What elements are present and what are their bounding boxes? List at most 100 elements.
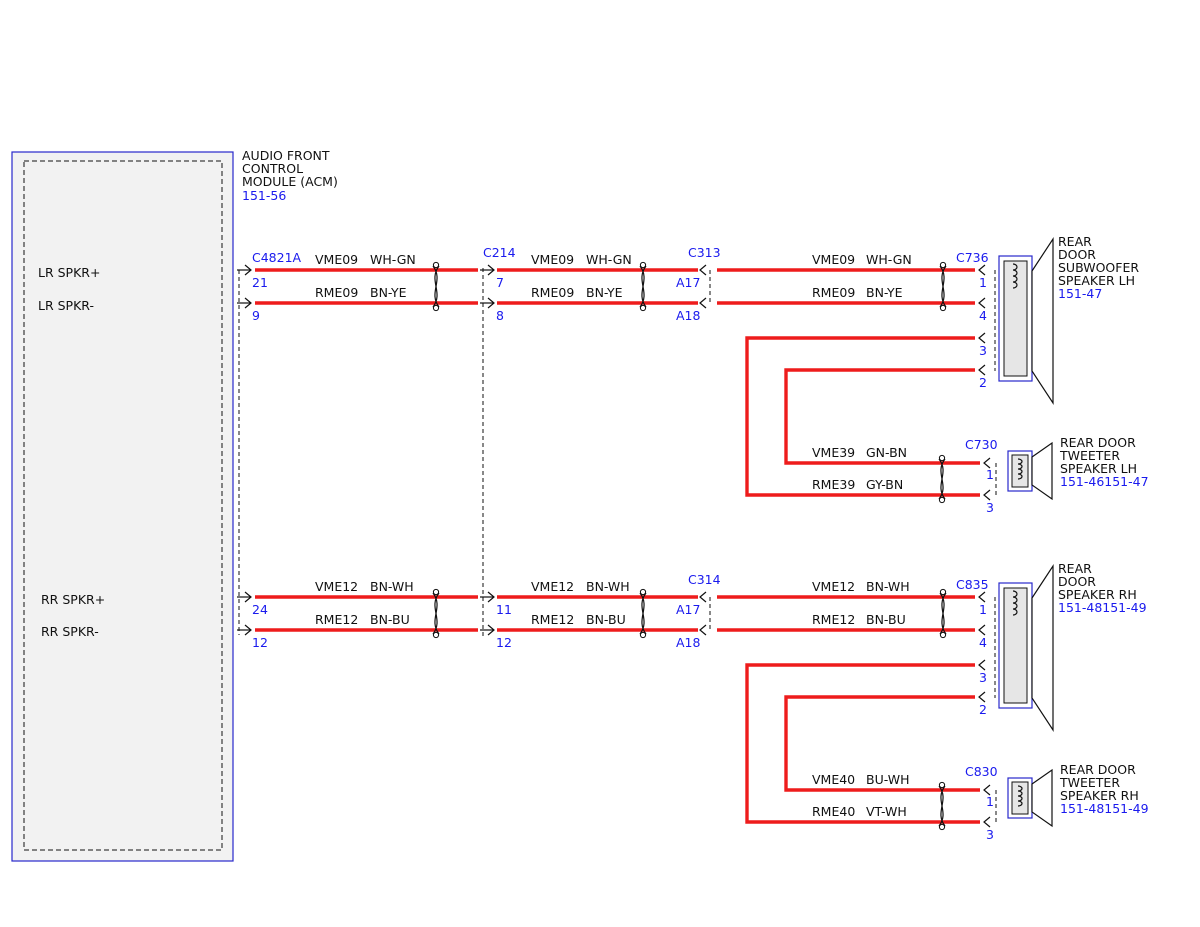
group1-tweeter-cone xyxy=(1031,441,1053,501)
group1-speaker-label-2: DOOR xyxy=(1058,247,1096,262)
group1-plus-arrow-c3xx xyxy=(699,264,707,276)
group2-tweeter-twist-top xyxy=(938,781,946,789)
group2-plus-arrow-module xyxy=(244,591,252,603)
group1-pin3-arrow xyxy=(978,332,986,344)
group1-tweeter-connector: C730 xyxy=(965,437,998,452)
group1-tweeter-magnet xyxy=(1011,454,1029,488)
group1-plus-color-1: WH-GN xyxy=(370,252,416,267)
group2-twist-1-b xyxy=(432,592,440,635)
group2-plus-circuit-1: VME12 xyxy=(315,579,358,594)
group2-tweeter-twist-b xyxy=(938,785,946,827)
group1-tweeter-twist-bottom xyxy=(938,496,946,504)
group1-tweeter-pin-3: 3 xyxy=(986,500,994,515)
group1-minus-arrow-c214 xyxy=(487,297,495,309)
group1-minus-arrow-c3xx xyxy=(699,297,707,309)
group2-tweeter-minus-loop xyxy=(745,663,980,824)
group1-twist-1-b xyxy=(432,265,440,308)
group2-speaker-magnet xyxy=(1003,587,1028,704)
group1-plus-pin-4: 1 xyxy=(979,275,987,290)
group2-plus-pin-3: A17 xyxy=(676,602,700,617)
group1-connector-module: C4821A xyxy=(252,250,302,265)
group2-tweeter-minus-circuit: RME40 xyxy=(812,804,855,819)
group1-speaker-ref: 151-47 xyxy=(1058,286,1102,301)
group1-speaker-pin-2: 2 xyxy=(979,375,987,390)
group1-minus-color-1: BN-YE xyxy=(370,285,407,300)
group1-plus-pin-2: 7 xyxy=(496,275,504,290)
group2-plus-circuit-3: VME12 xyxy=(812,579,855,594)
group1-connector-inline: C214 xyxy=(483,245,516,260)
group1-tweeter-minus-loop xyxy=(745,336,980,497)
group2-speaker-ref: 151-48151-49 xyxy=(1058,600,1147,615)
group2-tweeter-plus-color: BU-WH xyxy=(866,772,910,787)
group1-plus-arrow-speaker xyxy=(978,264,986,276)
group1-connector-mid: C313 xyxy=(688,245,721,260)
group1-twist-2-bottom xyxy=(639,304,647,312)
group1-plus-pin-3: A17 xyxy=(676,275,700,290)
group1-minus-circuit-1: RME09 xyxy=(315,285,358,300)
group2-minus-color-1: BN-BU xyxy=(370,612,410,627)
group1-tweeter-label-3: SPEAKER LH xyxy=(1060,461,1137,476)
group1-minus-color-2: BN-YE xyxy=(586,285,623,300)
group2-connector-mid: C314 xyxy=(688,572,721,587)
group1-twist-1-top xyxy=(432,261,440,269)
group1-speaker-label-3: SUBWOOFER xyxy=(1058,260,1139,275)
group1-speaker-coil xyxy=(1012,263,1018,289)
group2-minus-circuit-2: RME12 xyxy=(531,612,574,627)
group1-twist-3-b xyxy=(939,265,947,308)
module-pin-lr-plus: LR SPKR+ xyxy=(38,265,100,280)
group1-tweeter-coil xyxy=(1017,458,1023,480)
group2-plus-pin-2: 11 xyxy=(496,602,512,617)
group2-twist-3-top xyxy=(939,588,947,596)
group1-tweeter-minus-arrow xyxy=(983,489,991,501)
group2-pin3-arrow xyxy=(978,659,986,671)
group2-tweeter-twist-bottom xyxy=(938,823,946,831)
group2-minus-circuit-3: RME12 xyxy=(812,612,855,627)
group2-speaker-label-1: REAR xyxy=(1058,561,1092,576)
group1-twist-2-top xyxy=(639,261,647,269)
group2-speaker-pin-3: 3 xyxy=(979,670,987,685)
group2-plus-color-2: BN-WH xyxy=(586,579,630,594)
group1-twist-3-top xyxy=(939,261,947,269)
group2-twist-2-bottom xyxy=(639,631,647,639)
group2-minus-pin-4: 4 xyxy=(979,635,987,650)
group2-twist-2-b xyxy=(639,592,647,635)
module-box xyxy=(11,151,234,862)
group2-tweeter-label-1: REAR DOOR xyxy=(1060,762,1136,777)
group2-plus-color-3: BN-WH xyxy=(866,579,910,594)
group1-plus-circuit-1: VME09 xyxy=(315,252,358,267)
group1-tweeter-minus-circuit: RME39 xyxy=(812,477,855,492)
group2-speaker-coil xyxy=(1012,590,1018,616)
group1-plus-color-3: WH-GN xyxy=(866,252,912,267)
group1-tweeter-plus-loop xyxy=(784,368,980,465)
group2-plus-arrow-c3xx xyxy=(699,591,707,603)
group2-tweeter-connector: C830 xyxy=(965,764,998,779)
group1-tweeter-plus-circuit: VME39 xyxy=(812,445,855,460)
group1-plus-arrow-module xyxy=(244,264,252,276)
group1-speaker-label-1: REAR xyxy=(1058,234,1092,249)
group1-minus-arrow-speaker xyxy=(978,297,986,309)
module-pin-rr-minus: RR SPKR- xyxy=(41,624,99,639)
module-ref: 151-56 xyxy=(242,188,286,203)
group1-minus-pin-3: A18 xyxy=(676,308,701,323)
group1-speaker-pin-3: 3 xyxy=(979,343,987,358)
module-title-line-2: CONTROL xyxy=(242,161,303,176)
group2-plus-pin-1: 24 xyxy=(252,602,268,617)
group2-plus-arrow-speaker xyxy=(978,591,986,603)
group2-twist-3-b xyxy=(939,592,947,635)
group2-plus-pin-4: 1 xyxy=(979,602,987,617)
group1-tweeter-minus-color: GY-BN xyxy=(866,477,903,492)
group2-connector-speaker: C835 xyxy=(956,577,989,592)
module-title-line-1: AUDIO FRONT xyxy=(242,148,330,163)
group1-minus-color-3: BN-YE xyxy=(866,285,903,300)
group2-tweeter-coil xyxy=(1017,785,1023,807)
group1-plus-circuit-3: VME09 xyxy=(812,252,855,267)
group1-connector-speaker: C736 xyxy=(956,250,989,265)
module-title-line-3: MODULE (ACM) xyxy=(242,174,338,189)
group2-minus-arrow-speaker xyxy=(978,624,986,636)
group2-tweeter-pin-3: 3 xyxy=(986,827,994,842)
group1-plus-color-2: WH-GN xyxy=(586,252,632,267)
group2-twist-2-top xyxy=(639,588,647,596)
group2-speaker-pin-2: 2 xyxy=(979,702,987,717)
group2-twist-3-bottom xyxy=(939,631,947,639)
